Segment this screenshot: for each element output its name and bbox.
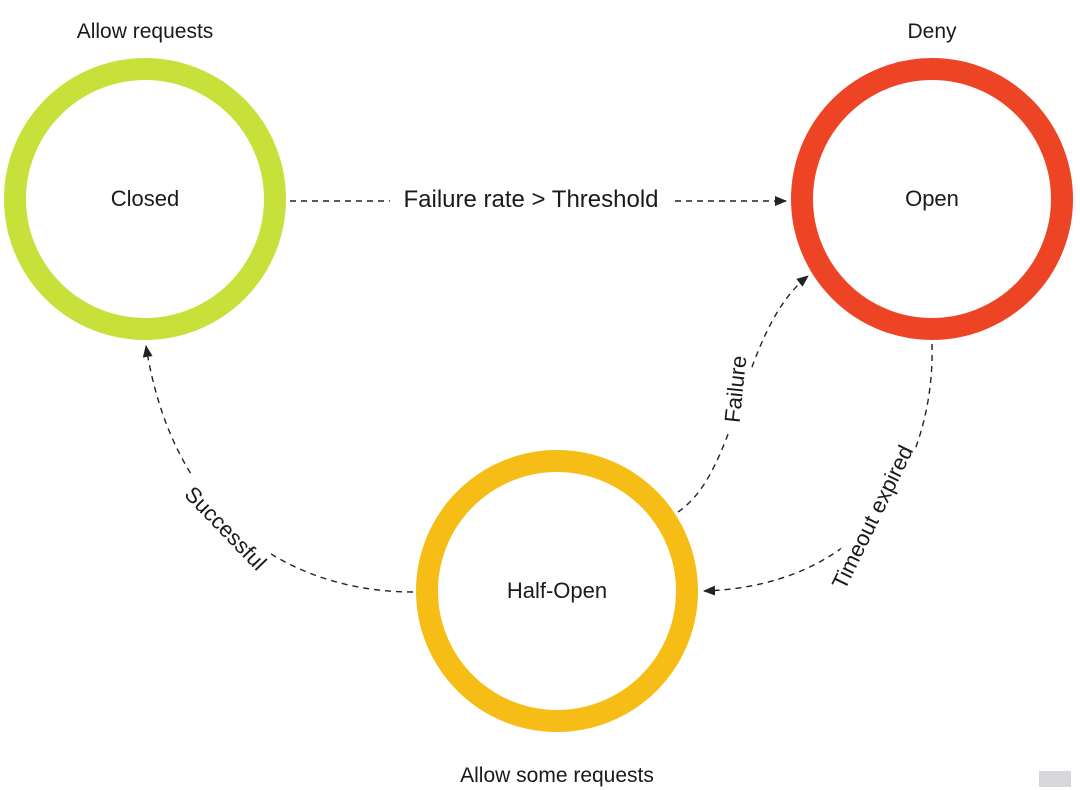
edge-half-open-to-closed-label-bg xyxy=(174,475,278,581)
edge-half-open-to-closed xyxy=(142,345,414,593)
half-open-state-circle xyxy=(416,450,698,732)
closed-state-label: Closed xyxy=(111,186,179,211)
corner-mark xyxy=(1039,771,1071,787)
edge-half-open-to-closed-label: Successful xyxy=(180,481,272,575)
closed-state-circle xyxy=(4,58,286,340)
open-state-circle xyxy=(791,58,1073,340)
half-open-caption: Allow some requests xyxy=(460,764,654,787)
edge-open-to-half-open-label-bg xyxy=(825,440,919,594)
edge-open-to-half-open-label: Timeout expired xyxy=(827,441,918,593)
edge-closed-to-open-label-bg xyxy=(390,182,674,218)
closed-caption: Allow requests xyxy=(77,20,214,43)
open-state-label: Open xyxy=(905,186,959,211)
half-open-state-label: Half-Open xyxy=(507,578,607,603)
open-caption: Deny xyxy=(907,20,957,43)
edge-closed-to-open-label: Failure rate > Threshold xyxy=(403,186,658,213)
edge-half-open-to-open-label-bg xyxy=(716,345,754,433)
